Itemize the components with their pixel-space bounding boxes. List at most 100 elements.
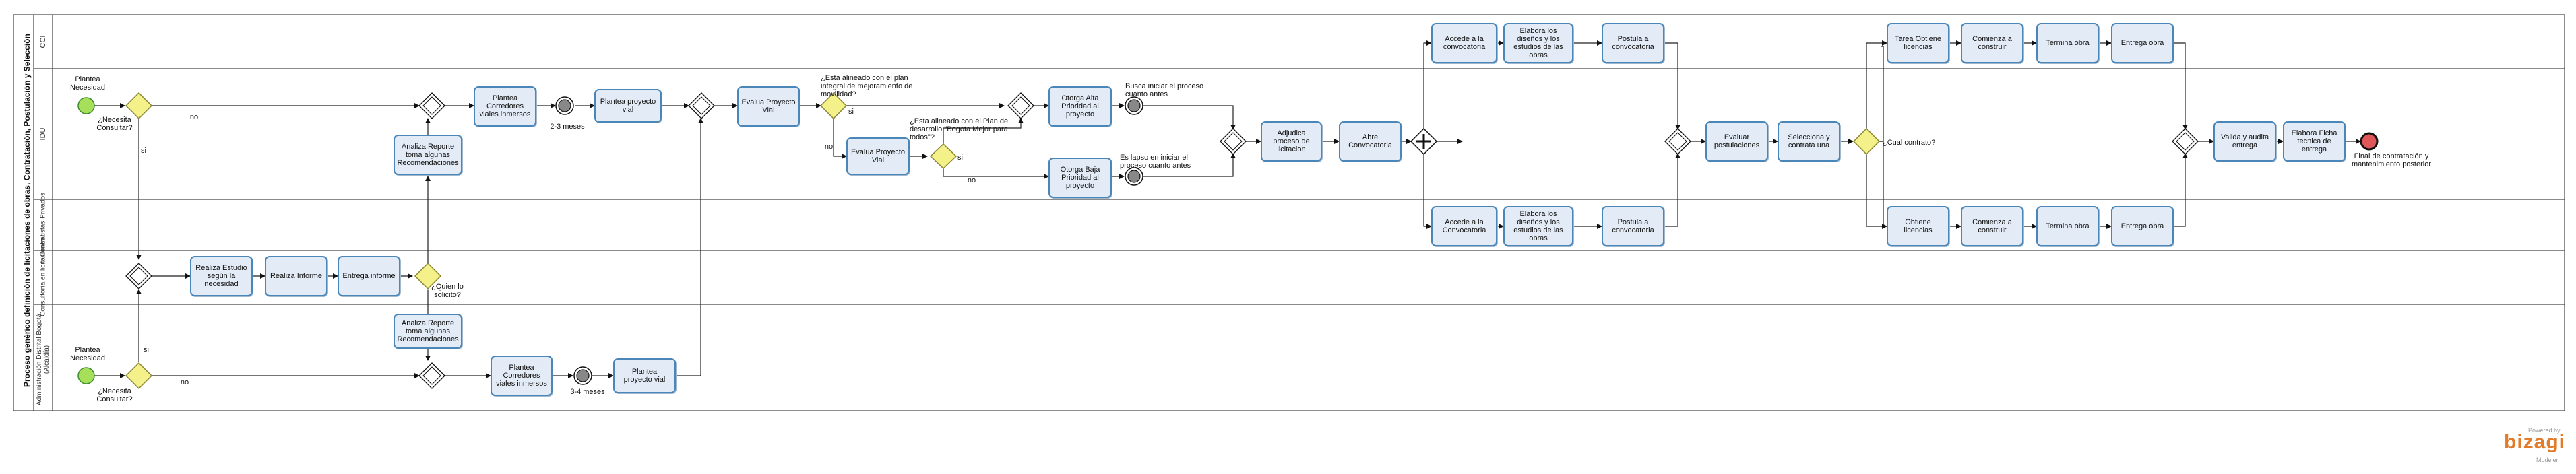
task-selecciona-contrata: Selecciona y contrata una <box>1778 121 1840 162</box>
flow-label-si: si <box>848 108 854 116</box>
branding-sub: Modeler <box>2536 456 2558 463</box>
task-comienza-construir-priv: Comienza a construir <box>1961 206 2023 246</box>
start-label-admin: Plantea Necesidad <box>70 346 105 362</box>
sequence-flow <box>1664 153 1680 227</box>
flow-label-no: no <box>967 176 976 184</box>
sequence-flow <box>943 118 1024 145</box>
gateway-label-desarrollo: ¿Esta alineado con el Plan de desarrollo… <box>910 117 1009 141</box>
task-analiza-reporte-idu: Analiza Reporte toma algunas Recomendaci… <box>394 135 462 175</box>
timer-event <box>1125 167 1143 186</box>
gateway-label-quien: ¿Quien lo solicito? <box>431 283 464 299</box>
sequence-flow <box>1423 154 1432 229</box>
task-entrega-obra-ccl: Entrega obra <box>2111 23 2174 63</box>
sequence-flow <box>1866 154 1887 229</box>
timer-label-2: 3-4 meses <box>570 388 605 396</box>
task-plantea-corredores-idu: Plantea Corredores viales inmersos <box>474 86 536 127</box>
merge-gateway <box>1664 128 1691 155</box>
merge-gateway <box>2172 128 2199 155</box>
sequence-flow <box>1866 40 1887 129</box>
task-evalua-proyecto-vial-2: Evalua Proyecto Vial <box>846 137 910 175</box>
merge-gateway <box>125 263 152 290</box>
task-abre-convocatoria: Abre Convocatoria <box>1339 121 1402 162</box>
branding-powered: Powered by <box>2528 427 2561 434</box>
gateway-label-consultar-admin: ¿Necesita Consultar? <box>96 387 133 403</box>
gateway-desarrollo <box>929 143 957 170</box>
start-event-idu <box>77 97 95 114</box>
task-evaluar-postulaciones: Evaluar postulaciones <box>1705 121 1768 162</box>
task-adjudica-licitacion: Adjudica proceso de licitacion <box>1261 121 1322 162</box>
timer-label-1: 2-3 meses <box>550 123 585 131</box>
task-otorga-baja-prioridad: Otorga Baja Prioridad al proyecto <box>1048 158 1112 198</box>
timer-label-4: Es lapso en iniciar el proceso cuanto an… <box>1120 154 1191 170</box>
sequence-flow <box>1143 153 1236 177</box>
task-postula-convocatoria-priv: Postula a convocatoria <box>1602 206 1664 246</box>
task-termina-obra-ccl: Termina obra <box>2036 23 2099 63</box>
gateway-consultar-idu <box>125 92 153 120</box>
flow-label-no: no <box>824 143 834 151</box>
task-realiza-estudio: Realiza Estudio según la necesidad <box>190 256 253 296</box>
sequence-flow <box>1423 40 1432 129</box>
flow-label-no: no <box>180 378 189 386</box>
sequence-flow <box>1143 105 1236 130</box>
task-entrega-informe: Entrega informe <box>338 256 400 296</box>
gateway-contrato <box>1852 127 1881 156</box>
task-postula-convocatoria-ccl: Postula a convocatoria <box>1602 23 1664 63</box>
task-comienza-construir-ccl: Comienza a construir <box>1961 23 2023 63</box>
bizagi-logo: bizagi <box>2504 431 2566 453</box>
timer-event <box>555 96 574 115</box>
sequence-flow <box>833 118 847 159</box>
timer-event <box>573 366 592 385</box>
pool-border <box>13 14 2565 411</box>
gateway-consultar-admin <box>125 362 153 390</box>
end-event <box>2360 132 2379 151</box>
task-obtiene-licencias-ccl: Tarea Obtiene licencias <box>1887 23 1949 63</box>
sequence-flow <box>1879 141 1884 227</box>
lane-label-consultoria: Consultoría en licitaciones <box>39 238 47 316</box>
flow-label-si: si <box>957 154 963 162</box>
merge-gateway <box>1007 92 1034 119</box>
merge-gateway <box>1220 128 1247 155</box>
sequence-flow <box>1664 42 1680 130</box>
lane-label-ccl: CCI <box>39 35 47 48</box>
sequence-flow <box>2174 42 2188 130</box>
task-elabora-disenos-ccl: Elabora los diseños y los estudios de la… <box>1503 23 1573 63</box>
gateway-plan <box>819 92 848 120</box>
sequence-flows <box>94 40 2361 378</box>
end-label: Final de contratación y mantenimiento po… <box>2351 152 2431 168</box>
start-label-idu: Plantea Necesidad <box>70 75 105 92</box>
gateway-quien <box>414 262 442 290</box>
lane-label-idu: IDU <box>39 127 47 141</box>
timer-event <box>1125 96 1143 115</box>
pool-title: Proceso genérico definición de licitacio… <box>22 34 32 387</box>
task-evalua-proyecto-vial: Evalua Proyecto Vial <box>737 86 800 127</box>
sequence-flow <box>1879 46 1884 142</box>
timer-label-3: Busca iniciar el proceso cuanto antes <box>1125 82 1204 98</box>
parallel-gateway <box>1410 127 1438 156</box>
merge-gateway <box>418 362 445 389</box>
gateway-label-consultar-idu: ¿Necesita Consultar? <box>96 116 133 132</box>
task-plantea-proyecto-vial-admin: Plantea proyecto vial <box>613 358 676 393</box>
lane-label-admin: Administración Distrital Bogotá (Alcaldí… <box>36 313 51 406</box>
task-termina-obra-priv: Termina obra <box>2036 206 2099 246</box>
sequence-flow <box>2174 153 2188 227</box>
task-elabora-ficha: Elabora Ficha tecnica de entrega <box>2283 121 2346 162</box>
merge-gateway <box>418 92 445 119</box>
task-realiza-informe: Realiza Informe <box>265 256 327 296</box>
task-accede-convocatoria-priv: Accede a la Convocatoria <box>1431 206 1497 246</box>
start-event-admin <box>77 367 95 384</box>
gateway-label-plan: ¿Esta alineado con el plan integral de m… <box>821 74 913 98</box>
task-plantea-corredores-admin: Plantea Corredores viales inmersos <box>491 356 553 396</box>
gateway-label-contrato: ¿Cual contrato? <box>1883 139 1936 147</box>
flow-label-si: si <box>144 346 149 354</box>
sequence-flow <box>676 118 703 376</box>
task-plantea-proyecto-vial-idu: Plantea proyecto vial <box>594 89 662 123</box>
flow-label-no: no <box>189 113 199 121</box>
task-valida-audita: Valida y audita entrega <box>2213 121 2276 162</box>
flow-label-si: si <box>141 147 146 155</box>
task-accede-convocatoria-ccl: Accede a la convocatoria <box>1431 23 1497 63</box>
pool <box>13 14 2565 411</box>
task-obtiene-licencias-priv: Obtiene licencias <box>1887 206 1949 246</box>
sequence-flow <box>943 167 1049 179</box>
task-elabora-disenos-priv: Elabora los diseños y los estudios de la… <box>1503 206 1573 246</box>
